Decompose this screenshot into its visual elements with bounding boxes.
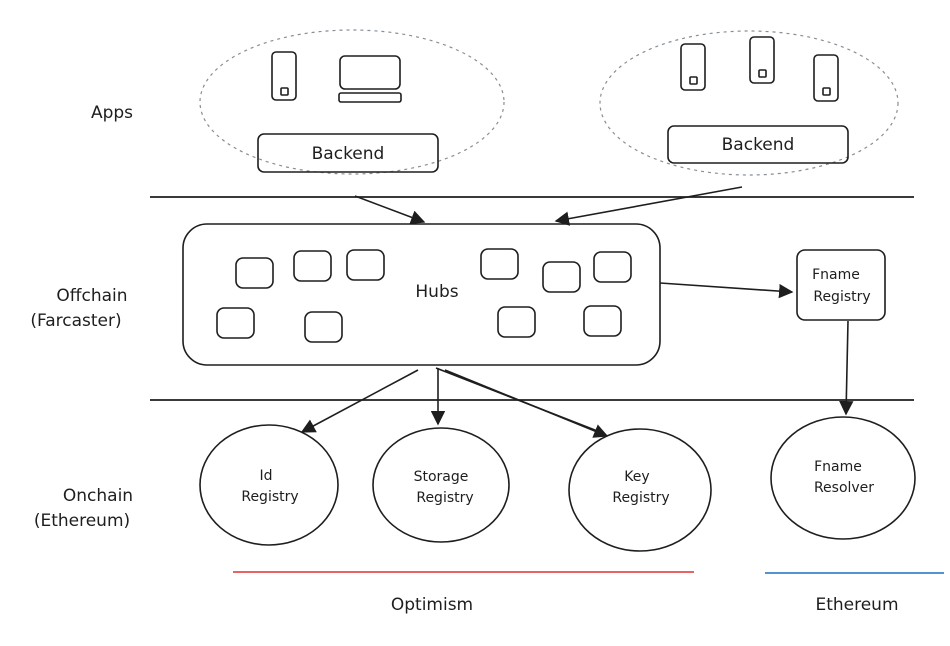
lane-label-onchain: Onchain: [63, 486, 133, 506]
arrow-hubs-to-key-registry-extra-stroke: [435, 367, 601, 433]
id-registry-node: [199, 424, 339, 546]
fname-resolver-label-line2: Resolver: [814, 480, 874, 496]
arrow-hubs-to-fname-registry: [659, 282, 794, 299]
left-backend-label: Backend: [312, 144, 385, 164]
key-registry-node: [568, 428, 712, 552]
hub-nodes: [216, 248, 632, 343]
key-registry-label-line2: Registry: [612, 490, 669, 506]
arrow-fname-registry-to-resolver: [839, 320, 854, 416]
arrow-hubs-to-id-registry: [300, 369, 419, 433]
hub-node: [304, 311, 343, 343]
right-backend-box: [667, 125, 849, 164]
right-backend-label: Backend: [722, 135, 795, 155]
fname-registry-label-line1: Fname: [812, 267, 860, 283]
storage-registry-label-line2: Registry: [416, 490, 473, 506]
left-backend-box: [257, 133, 439, 173]
storage-registry-label-line1: Storage: [414, 469, 469, 485]
hub-node: [583, 305, 622, 337]
hub-node: [542, 261, 581, 293]
fname-registry-label-line2: Registry: [813, 289, 870, 305]
ethereum-label: Ethereum: [815, 595, 898, 615]
phone-icon: [680, 43, 706, 91]
id-registry-label-line2: Registry: [241, 489, 298, 505]
laptop-icon: [338, 55, 402, 103]
hub-node: [346, 249, 385, 281]
hub-node: [497, 306, 536, 338]
hub-node: [593, 251, 632, 283]
lane-label-ethereum: (Ethereum): [34, 511, 130, 531]
hub-node: [216, 307, 255, 339]
arrow-right-backend-to-hubs: [554, 186, 743, 226]
hubs-label: Hubs: [415, 282, 458, 302]
lane-label-farcaster: (Farcaster): [30, 311, 121, 331]
phone-icon: [749, 36, 775, 84]
storage-registry-node: [372, 427, 510, 543]
hub-node: [480, 248, 519, 280]
left-app-cluster: [199, 29, 505, 175]
phone-icon: [813, 54, 839, 102]
lane-label-apps: Apps: [91, 103, 133, 123]
optimism-label: Optimism: [391, 595, 473, 615]
lane-label-offchain: Offchain: [56, 286, 127, 306]
fname-resolver-node: [770, 416, 916, 540]
hub-node: [235, 257, 274, 289]
key-registry-label-line1: Key: [624, 469, 649, 485]
id-registry-label-line1: Id: [259, 468, 272, 484]
hub-node: [293, 250, 332, 282]
hubs-box: [182, 223, 661, 366]
arrow-left-backend-to-hubs: [354, 195, 426, 225]
fname-registry-box: [796, 249, 886, 321]
phone-icon: [271, 51, 297, 101]
fname-resolver-label-line1: Fname: [814, 459, 862, 475]
right-app-cluster: [599, 30, 899, 176]
